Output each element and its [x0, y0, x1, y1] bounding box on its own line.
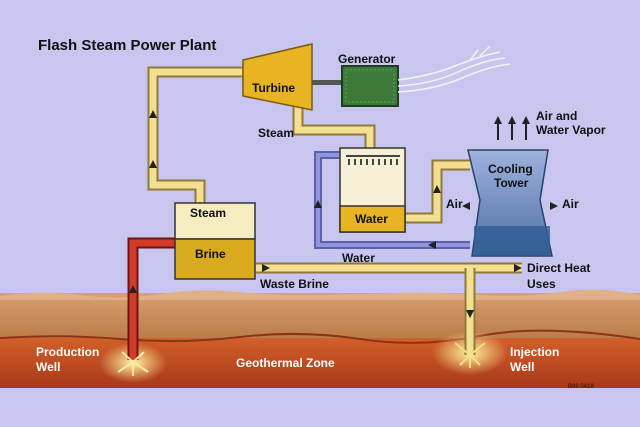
steam-chamber — [174, 202, 256, 240]
waste-brine-label: Waste Brine — [260, 277, 329, 291]
flow-arrow-down-icon — [466, 310, 474, 318]
condenser-spray — [348, 159, 398, 165]
direct-heat-label-1: Direct Heat — [527, 261, 591, 275]
injection-pipe — [454, 268, 486, 368]
cooling-tower-label-1: Cooling — [488, 162, 533, 176]
generator-shape — [341, 65, 399, 107]
vapor-arrows — [494, 116, 530, 140]
condenser — [339, 147, 406, 233]
condenser-to-tower-pipe — [405, 159, 470, 224]
flow-arrow-up-icon — [433, 185, 441, 193]
injection-spray — [454, 342, 486, 368]
turbine-label: Turbine — [252, 81, 296, 95]
geothermal-zone-label: Geothermal Zone — [236, 356, 335, 370]
flow-arrow-right-icon — [262, 264, 270, 272]
injection-well-label-1: Injection — [510, 345, 560, 359]
condenser-water — [339, 205, 406, 233]
waste-brine-pipe — [256, 262, 522, 274]
cooling-tower-label-2: Tower — [494, 176, 529, 190]
flow-arrow-up-icon — [149, 110, 157, 118]
production-pipe — [117, 237, 175, 376]
soil-surface — [0, 289, 640, 300]
flow-arrow-up-icon — [129, 285, 137, 293]
injection-well-label-2: Well — [510, 360, 535, 374]
flow-arrow-right-icon — [514, 264, 522, 272]
cooling-tower — [462, 149, 558, 257]
shaft — [312, 80, 342, 85]
turbine-shape — [242, 43, 313, 111]
separator-steam-label: Steam — [190, 206, 227, 220]
air-vapor-label-2: Water Vapor — [536, 123, 606, 137]
air-right-label: Air — [562, 197, 579, 211]
generator-label: Generator — [338, 52, 396, 66]
flow-arrow-up-icon — [314, 200, 322, 208]
vapor-arrow-up-icon — [522, 116, 530, 124]
separator-tank — [174, 202, 256, 280]
soil-layer — [0, 293, 640, 341]
production-spray — [117, 351, 149, 376]
direct-heat-label-2: Uses — [527, 277, 556, 291]
air-in-left-arrow-icon — [462, 202, 470, 210]
brine-chamber — [174, 238, 256, 280]
air-vapor-label-1: Air and — [536, 109, 578, 123]
steam-pipe-label: Steam — [258, 126, 295, 140]
brine-label: Brine — [195, 247, 226, 261]
zone-boundary — [0, 329, 640, 344]
ground — [0, 289, 640, 388]
vapor-arrow-up-icon — [508, 116, 516, 124]
vapor-arrow-up-icon — [494, 116, 502, 124]
production-well-label-1: Production — [36, 345, 100, 359]
steam-pipe — [147, 66, 243, 203]
generator-detail — [345, 69, 395, 103]
air-left-label: Air — [446, 197, 463, 211]
water-return-label: Water — [342, 251, 375, 265]
tower-basin — [474, 226, 550, 256]
condenser-water-label: Water — [355, 212, 388, 226]
flow-arrow-up-icon — [149, 160, 157, 168]
power-lines — [397, 45, 511, 93]
diagram-title: Flash Steam Power Plant — [38, 37, 217, 54]
figure-code: B96 0418 — [568, 384, 594, 390]
flow-arrow-left-icon — [428, 241, 436, 249]
production-well-label-2: Well — [36, 360, 61, 374]
air-in-right-arrow-icon — [550, 202, 558, 210]
exhaust-pipe — [292, 100, 376, 150]
water-return-pipe — [314, 151, 470, 249]
